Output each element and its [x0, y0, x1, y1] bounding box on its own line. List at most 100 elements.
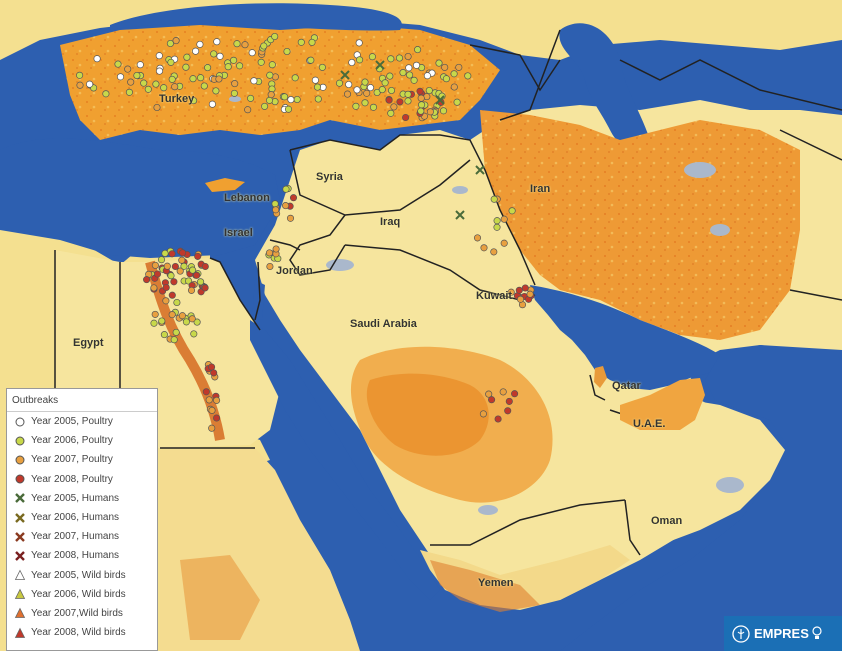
outbreak-marker — [455, 63, 463, 71]
human-case-marker — [435, 95, 445, 105]
caspian-sea — [559, 23, 650, 151]
outbreak-marker — [168, 250, 176, 258]
outbreak-marker — [504, 407, 512, 415]
outbreak-marker — [417, 107, 425, 115]
legend-item: Year 2006, Wild birds — [7, 585, 157, 604]
outbreak-marker — [348, 58, 356, 67]
outbreak-marker — [387, 55, 395, 63]
outbreak-marker — [390, 103, 398, 111]
label-qatar: Qatar — [612, 380, 641, 392]
legend-symbol-icon — [15, 455, 25, 465]
gulf-of-aqaba — [252, 280, 265, 320]
outbreak-marker — [281, 93, 289, 101]
outbreak-marker — [271, 32, 279, 41]
outbreak-marker — [480, 244, 488, 252]
human-case-marker — [340, 70, 350, 80]
outbreak-marker — [500, 215, 508, 223]
outbreak-marker — [189, 266, 197, 274]
outbreak-marker — [404, 90, 412, 98]
outbreak-marker — [143, 276, 151, 284]
outbreak-marker — [402, 113, 410, 122]
outbreak-marker — [412, 61, 421, 69]
outbreak-marker — [230, 89, 238, 97]
outbreak-marker — [144, 85, 152, 93]
outbreak-marker — [490, 248, 498, 256]
outbreak-marker — [187, 286, 196, 294]
mediterranean-sea — [0, 138, 280, 258]
outbreak-marker — [140, 79, 148, 87]
outbreak-marker — [450, 83, 458, 91]
outbreak-marker — [417, 94, 425, 102]
legend-item: Year 2005, Humans — [7, 489, 157, 508]
outbreak-marker — [194, 252, 202, 260]
outbreak-marker — [172, 37, 180, 45]
outbreak-marker — [289, 194, 298, 202]
label-kuwait: Kuwait — [476, 290, 513, 302]
outbreak-marker — [162, 283, 170, 292]
outbreak-marker — [160, 84, 168, 92]
outbreak-marker — [464, 72, 472, 80]
outbreak-marker — [193, 318, 201, 326]
outbreak-marker — [442, 75, 450, 83]
outbreak-marker — [267, 91, 275, 99]
outbreak-marker — [127, 78, 135, 86]
outbreak-marker — [352, 102, 360, 110]
lightbulb-icon — [812, 625, 822, 639]
outbreak-marker — [311, 76, 319, 84]
outbreak-marker — [405, 64, 413, 72]
outbreak-marker — [526, 290, 534, 298]
label-jordan: Jordan — [276, 265, 313, 277]
legend-item-label: Year 2006, Humans — [31, 512, 120, 524]
legend-item-label: Year 2005, Wild birds — [31, 569, 126, 581]
outbreak-marker — [210, 50, 218, 58]
outbreak-marker — [193, 271, 201, 279]
legend-symbol-icon — [14, 588, 26, 600]
outbreak-marker — [307, 56, 315, 64]
outbreak-marker — [265, 96, 274, 104]
outbreak-marker — [197, 278, 205, 286]
outbreak-marker — [167, 272, 175, 280]
outbreak-marker — [313, 83, 322, 91]
outbreak-marker — [155, 67, 164, 75]
label-iran: Iran — [530, 183, 551, 195]
outbreak-marker — [439, 107, 448, 115]
iran-texture — [480, 110, 800, 340]
qatar-land — [594, 366, 607, 388]
label-egypt: Egypt — [73, 337, 104, 349]
outbreak-marker — [179, 249, 187, 257]
salt-flat — [716, 477, 744, 493]
outbreak-marker — [190, 97, 198, 105]
outbreak-marker — [378, 86, 386, 94]
outbreak-marker — [172, 328, 180, 336]
logo-text: EMPRES — [754, 626, 809, 641]
outbreak-marker — [353, 86, 361, 94]
outbreak-marker — [395, 54, 404, 62]
outbreak-marker — [150, 284, 158, 292]
outbreak-marker — [93, 55, 101, 63]
empres-logo: EMPRES — [724, 616, 842, 651]
outbreak-marker — [163, 262, 171, 270]
label-turkey: Turkey — [159, 93, 195, 105]
legend-item-label: Year 2005, Poultry — [31, 416, 113, 428]
legend-item-label: Year 2006, Poultry — [31, 435, 113, 447]
label-saudi-arabia: Saudi Arabia — [350, 318, 417, 330]
outbreak-marker — [516, 295, 525, 303]
outbreak-marker — [450, 70, 458, 78]
outbreak-marker — [215, 75, 223, 83]
outbreak-marker — [284, 105, 293, 113]
outbreak-marker — [500, 239, 508, 247]
outbreak-marker — [231, 80, 239, 88]
outbreak-marker — [208, 363, 216, 371]
outbreak-marker — [152, 80, 160, 88]
legend-symbol-icon — [14, 608, 26, 619]
cyprus-land — [205, 178, 245, 192]
outbreak-marker — [511, 390, 519, 398]
legend-symbol-icon — [15, 417, 25, 427]
outbreak-marker — [271, 200, 279, 208]
outbreak-marker — [155, 52, 163, 60]
outbreak-marker — [192, 47, 200, 55]
saudi-core-patch — [366, 373, 489, 456]
outbreak-marker — [153, 270, 162, 278]
salt-flat — [710, 224, 730, 236]
